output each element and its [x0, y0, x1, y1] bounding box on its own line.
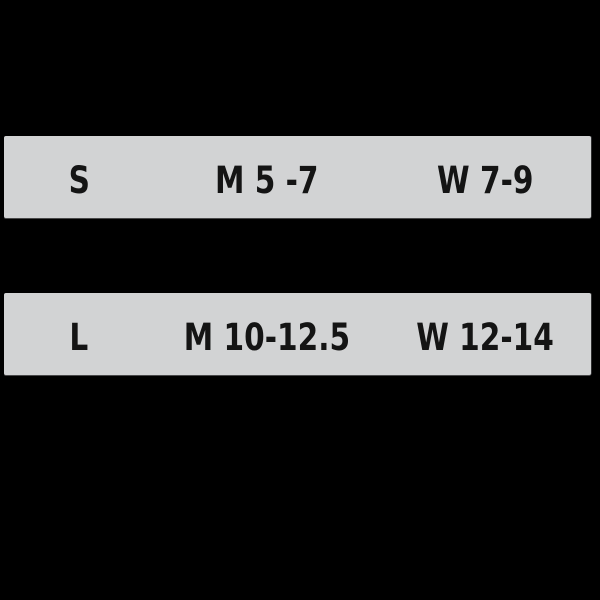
mens-range-cell: M 10-12.5 [154, 293, 379, 375]
size-cell: S [4, 136, 154, 218]
mens-range-label: M 10-12.5 [183, 315, 350, 359]
mens-range-cell: M 5 -7 [154, 136, 379, 218]
size-row-small: S M 5 -7 W 7-9 [4, 136, 591, 218]
size-label: S [68, 158, 90, 202]
womens-range-cell: W 7-9 [379, 136, 591, 218]
size-label: L [69, 315, 89, 359]
womens-range-cell: W 12-14 [379, 293, 591, 375]
size-cell: L [4, 293, 154, 375]
size-row-large: L M 10-12.5 W 12-14 [4, 293, 591, 375]
womens-range-label: W 7-9 [436, 158, 534, 202]
womens-range-label: W 12-14 [416, 315, 554, 359]
mens-range-label: M 5 -7 [214, 158, 319, 202]
